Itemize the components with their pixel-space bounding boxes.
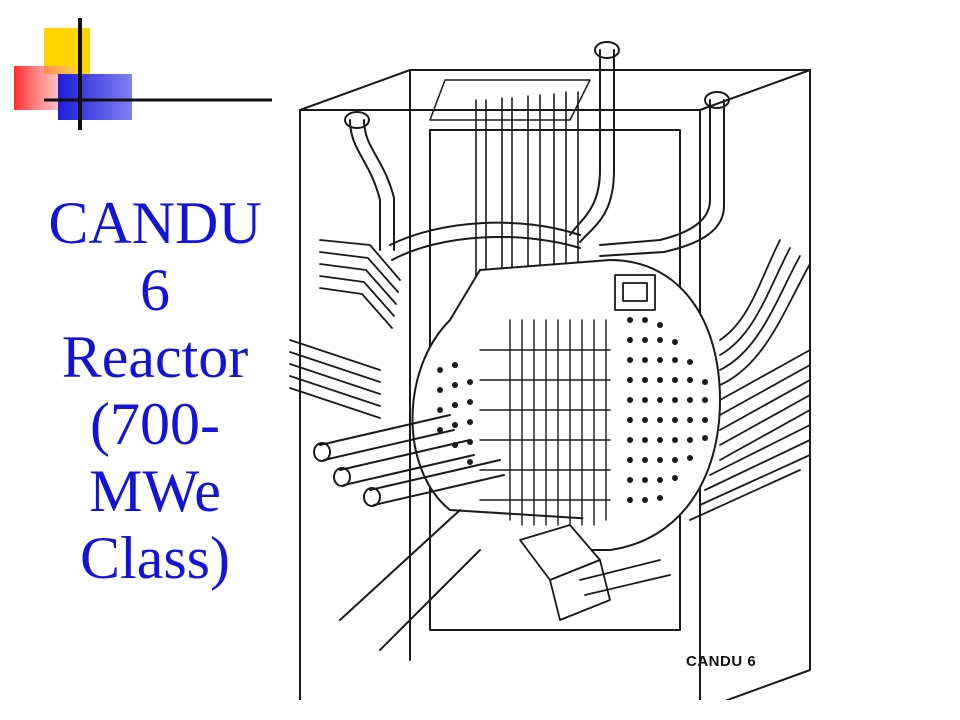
fuelling-machine [519, 524, 671, 621]
diagram-caption: CANDU 6 [686, 653, 757, 670]
title-line: Reactor [61, 324, 249, 390]
title-line: CANDU [48, 190, 262, 256]
feeder-pipes-left [289, 239, 401, 419]
fuelling-machine-top [614, 274, 656, 311]
overlapping-squares-logo-icon [14, 18, 272, 130]
title-line: 6 [140, 257, 170, 323]
coolant-pipes [344, 41, 730, 261]
title-line: MWe [89, 458, 221, 524]
title-line: Class) [80, 525, 230, 591]
slide-title: CANDU 6 Reactor (700- MWe Class) [30, 190, 280, 592]
horizontal-tubes [313, 414, 505, 651]
calandria-vessel [411, 259, 721, 551]
reactor-cutaway-diagram [289, 41, 811, 700]
title-line: (700- [90, 391, 220, 457]
feeder-pipes-right [689, 239, 811, 521]
